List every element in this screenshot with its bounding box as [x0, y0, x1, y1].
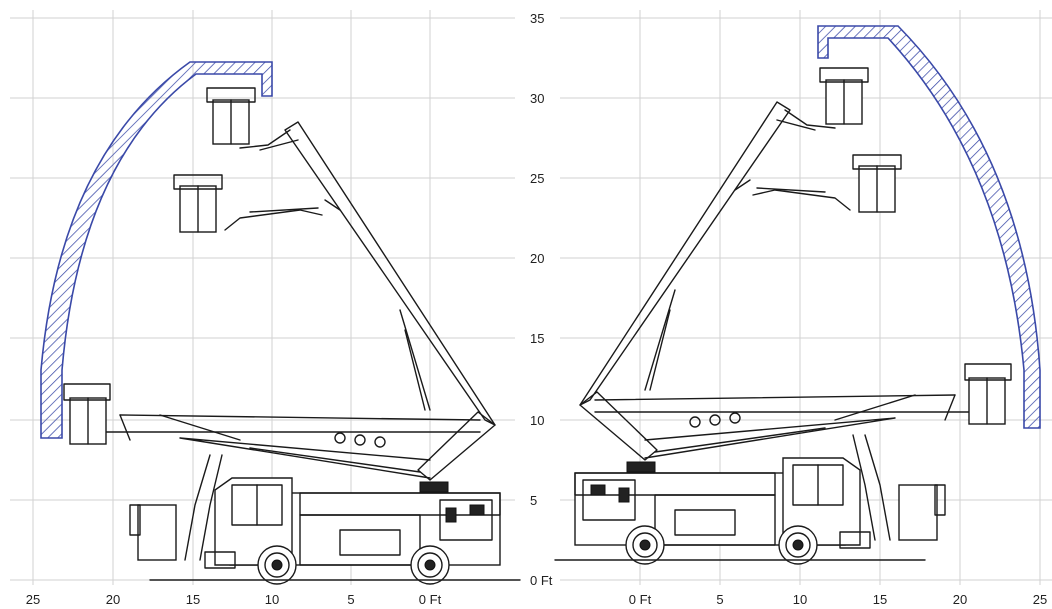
left-x-tick-label: 15 — [186, 592, 200, 607]
y-axis: 35 30 25 20 15 10 5 0 Ft — [530, 11, 553, 588]
y-tick-label: 15 — [530, 331, 544, 346]
left-x-tick-label: 10 — [265, 592, 279, 607]
y-tick-label: 10 — [530, 413, 544, 428]
y-tick-label: 35 — [530, 11, 544, 26]
right-truck-illustration — [554, 67, 1012, 565]
right-reach-envelope — [817, 25, 1041, 429]
right-x-tick-label: 15 — [873, 592, 887, 607]
y-tick-label: 30 — [530, 91, 544, 106]
left-reach-envelope — [40, 61, 273, 439]
y-tick-label: 5 — [530, 493, 537, 508]
left-x-tick-label: 0 Ft — [419, 592, 442, 607]
y-tick-label: 0 Ft — [530, 573, 553, 588]
right-x-tick-label: 20 — [953, 592, 967, 607]
right-x-tick-label: 10 — [793, 592, 807, 607]
left-x-tick-label: 20 — [106, 592, 120, 607]
left-x-tick-label: 25 — [26, 592, 40, 607]
left-truck-illustration — [63, 87, 521, 585]
right-x-tick-label: 25 — [1033, 592, 1047, 607]
right-x-tick-label: 5 — [716, 592, 723, 607]
right-x-tick-label: 0 Ft — [629, 592, 652, 607]
y-tick-label: 25 — [530, 171, 544, 186]
right-x-axis: 0 Ft 5 10 15 20 25 — [629, 592, 1047, 607]
left-x-axis: 25 20 15 10 5 0 Ft — [26, 592, 442, 607]
left-x-tick-label: 5 — [347, 592, 354, 607]
y-tick-label: 20 — [530, 251, 544, 266]
